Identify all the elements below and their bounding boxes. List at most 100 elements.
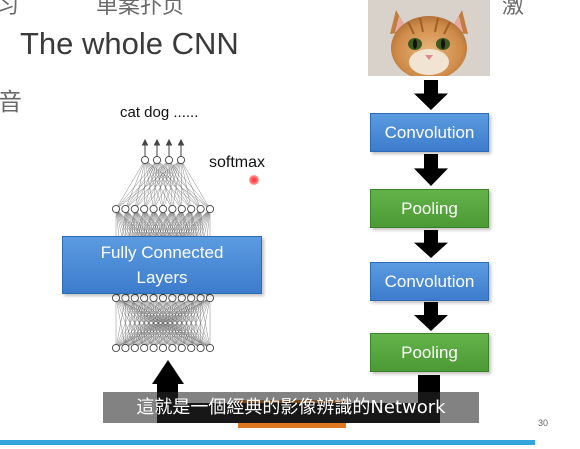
- down-arrow: [414, 154, 448, 186]
- network-connection: [168, 159, 211, 210]
- neuron: [111, 343, 121, 353]
- network-connection: [115, 159, 146, 210]
- down-arrow: [414, 230, 448, 258]
- neuron: [149, 293, 158, 303]
- neuron: [168, 293, 177, 303]
- network-connection: [144, 159, 164, 210]
- network-connection: [153, 159, 170, 210]
- fully-connected-box: Fully Connected Layers: [62, 236, 262, 294]
- fully-connected-label-line1: Fully Connected: [100, 243, 224, 262]
- neuron: [177, 343, 186, 353]
- network-connection: [168, 159, 192, 210]
- network-connection: [144, 159, 158, 210]
- cat-photo: [368, 0, 490, 76]
- network-connection: [115, 297, 126, 349]
- network-connection: [181, 297, 211, 349]
- neuron: [140, 343, 149, 353]
- pipeline-arrows: [414, 80, 448, 331]
- network-connection: [144, 159, 182, 210]
- output-arrow-head: [153, 138, 161, 146]
- network-connection: [134, 297, 211, 349]
- network-connection: [156, 159, 164, 210]
- neuron: [149, 343, 158, 353]
- network-connection: [191, 297, 211, 349]
- network-connection: [168, 159, 201, 210]
- down-arrow: [414, 302, 448, 331]
- neuron: [177, 293, 186, 303]
- network-connection: [134, 159, 182, 210]
- cat-photo-image: [368, 0, 490, 76]
- neuron: [130, 293, 139, 303]
- output-arrows: [141, 138, 185, 156]
- network-connection: [125, 159, 182, 210]
- network-connection: [153, 159, 182, 210]
- softmax-label: softmax: [209, 154, 266, 171]
- network-connection: [162, 159, 182, 210]
- network-connection: [115, 297, 135, 349]
- network-connection: [168, 159, 173, 210]
- network-connection: [180, 159, 211, 210]
- neuron: [149, 204, 158, 214]
- pipeline-step-pooling-1: Pooling: [370, 189, 489, 228]
- network-connection: [115, 159, 182, 210]
- network-connection: [144, 297, 211, 349]
- network-connection: [115, 297, 192, 349]
- output-arrow-head: [165, 138, 173, 146]
- network-connection: [156, 159, 201, 210]
- subtitle-bar: 這就是一個經典的影像辨識的Network: [103, 392, 479, 423]
- network-connection: [144, 159, 201, 210]
- fully-connected-label-line2: Layers: [136, 268, 188, 287]
- neuron: [196, 343, 205, 353]
- network-connection: [144, 159, 146, 210]
- neuron: [187, 293, 196, 303]
- bottom-accent-line: [0, 440, 535, 445]
- network-connection: [115, 297, 154, 349]
- network-connection: [134, 159, 170, 210]
- neuron: [187, 204, 196, 214]
- network-connection: [156, 159, 173, 210]
- network-connection: [134, 159, 158, 210]
- neuron: [196, 293, 205, 303]
- network-connection: [172, 159, 182, 210]
- network-connection: [162, 159, 170, 210]
- output-classes-label: cat dog ......: [120, 104, 199, 121]
- neuron: [164, 155, 174, 165]
- network-connection: [115, 159, 170, 210]
- neuron: [121, 204, 130, 214]
- network-connection: [144, 159, 173, 210]
- down-arrow: [414, 80, 448, 110]
- slide-title: The whole CNN: [20, 26, 239, 61]
- network-connection: [115, 159, 158, 210]
- neuron: [158, 343, 168, 353]
- neuron: [176, 155, 186, 165]
- neuron: [158, 293, 168, 303]
- pipeline-step-convolution-1: Convolution: [370, 113, 489, 152]
- network-connection: [115, 297, 145, 349]
- network-connection: [180, 159, 201, 210]
- output-arrow-head: [141, 138, 149, 146]
- pipeline-step-pooling-2: Pooling: [370, 333, 489, 372]
- network-connection: [125, 297, 211, 349]
- network-connection: [144, 159, 154, 210]
- network-connection: [168, 159, 182, 210]
- network-connection: [115, 297, 164, 349]
- network-connection: [144, 159, 192, 210]
- network-connection: [180, 159, 182, 210]
- subtitle-text: 這就是一個經典的影像辨識的Network: [136, 397, 446, 418]
- network-connection: [144, 159, 170, 210]
- network-connection: [115, 297, 201, 349]
- neuron: [130, 343, 139, 353]
- output-arrow-head: [177, 138, 185, 146]
- neuron: [111, 293, 121, 303]
- side-fragment: 音: [0, 88, 22, 116]
- neuron: [140, 293, 149, 303]
- network-connection: [153, 297, 211, 349]
- network-connection: [144, 159, 211, 210]
- network-connection: [180, 159, 192, 210]
- neuron: [152, 155, 162, 165]
- neuron: [158, 204, 168, 214]
- network-connection: [115, 297, 173, 349]
- network-connection: [156, 159, 192, 210]
